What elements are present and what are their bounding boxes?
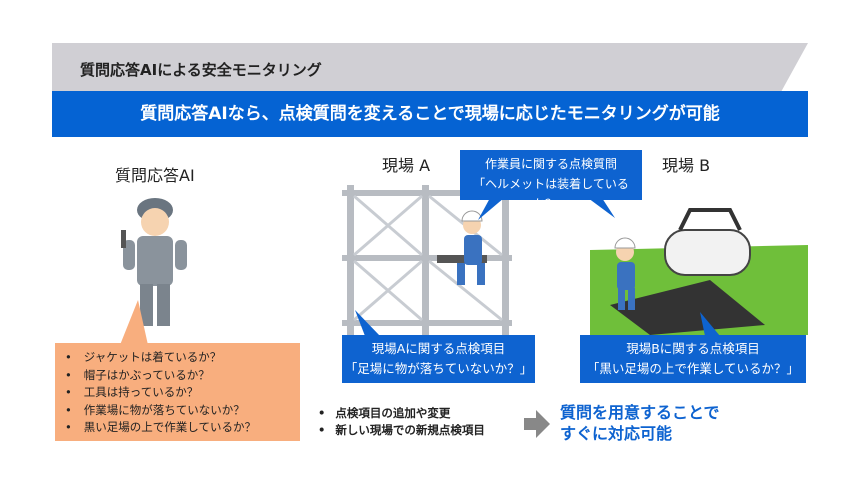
- site-a-label: 現場 A: [382, 156, 431, 175]
- ai-question-list: ジャケットは着ているか？ 帽子はかぶっているか？ 工具は持っているか？ 作業場に…: [55, 343, 300, 441]
- orange-bubble-tail: [120, 300, 148, 345]
- question-item: 工具は持っているか？: [65, 384, 300, 402]
- site-b-label: 現場 B: [662, 156, 711, 175]
- scaffolding-illustration: [342, 185, 512, 335]
- result-line1: 質問を用意することで: [560, 403, 720, 422]
- ai-label: 質問応答AI: [115, 166, 195, 185]
- bottom-bullets: 点検項目の追加や変更 新しい現場での新規点検項目: [318, 405, 485, 439]
- worker-bubble-title: 作業員に関する点検質問: [484, 157, 617, 171]
- worker-with-wrench-illustration: [121, 198, 187, 326]
- site-a-box-tail: [355, 310, 380, 336]
- site-b-box-title: 現場Bに関する点検項目: [626, 341, 760, 356]
- site-a-box-title: 現場Aに関する点検項目: [371, 341, 506, 356]
- result-line2: すぐに対応可能: [560, 424, 673, 443]
- worker-question-bubble: 作業員に関する点検質問 「ヘルメットは装着しているか？」: [460, 150, 642, 211]
- banner: 質問応答AIなら、点検質問を変えることで現場に応じたモニタリングが可能: [52, 91, 808, 137]
- site-b-box-tail: [700, 312, 720, 336]
- bullet-item: 点検項目の追加や変更: [318, 405, 485, 422]
- header-band: 質問応答AIによる安全モニタリング: [52, 43, 808, 91]
- header-title: 質問応答AIによる安全モニタリング: [80, 61, 322, 79]
- site-b-box-question: 「黒い足場の上で作業しているか？」: [586, 361, 800, 376]
- bullet-item: 新しい現場での新規点検項目: [318, 422, 485, 439]
- result-text: 質問を用意することで すぐに対応可能: [560, 402, 720, 444]
- worker-bubble-question: 「ヘルメットは装着しているか？」: [473, 177, 629, 211]
- bubble-tails: [478, 198, 615, 220]
- site-b-illustration: [590, 208, 808, 335]
- site-a-inspection-box: 現場Aに関する点検項目 「足場に物が落ちていないか？」: [342, 335, 535, 383]
- site-b-inspection-box: 現場Bに関する点検項目 「黒い足場の上で作業しているか？」: [580, 335, 806, 383]
- question-item: 作業場に物が落ちていないか？: [65, 402, 300, 420]
- question-item: 帽子はかぶっているか？: [65, 367, 300, 385]
- question-item: 黒い足場の上で作業しているか？: [65, 419, 300, 437]
- arrow-right-icon: [524, 410, 550, 438]
- site-a-box-question: 「足場に物が落ちていないか？」: [344, 361, 533, 376]
- question-item: ジャケットは着ているか？: [65, 349, 300, 367]
